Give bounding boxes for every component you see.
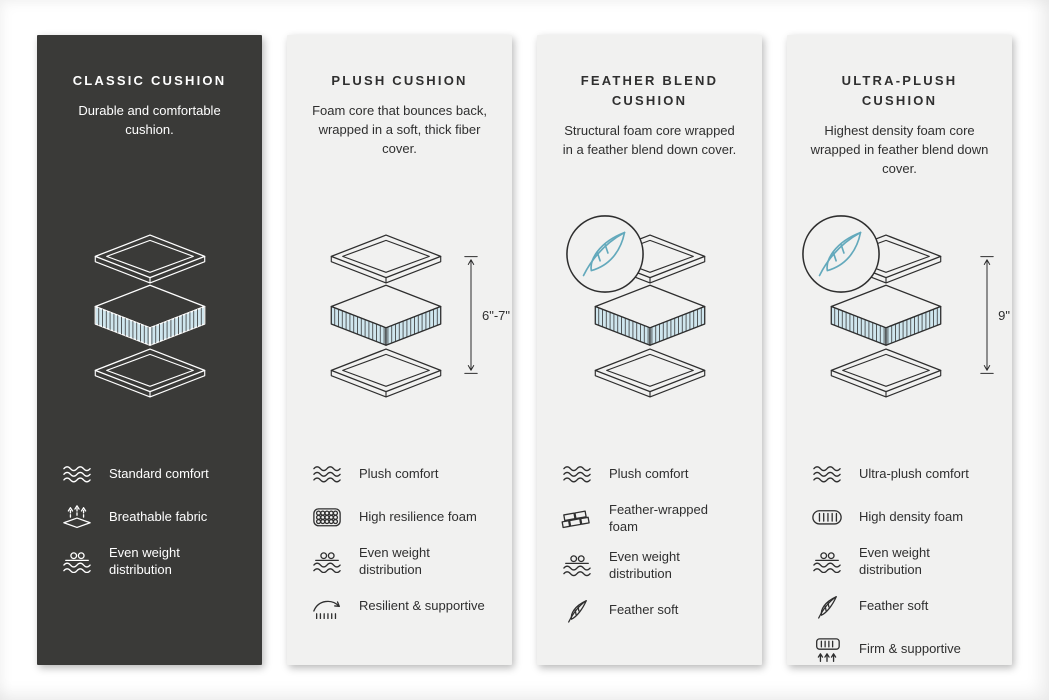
feature-label: Even weight distribution — [109, 545, 180, 577]
breathable-icon — [59, 504, 95, 530]
feature-item: High resilience foam — [309, 502, 492, 532]
feature-label: Feather soft — [609, 602, 679, 618]
feature-item: Feather soft — [559, 596, 742, 626]
feature-item: Plush comfort — [309, 459, 492, 489]
waves-icon — [559, 464, 595, 485]
feature-list: Plush comfort High resilience foam — [307, 459, 492, 622]
firm-icon — [809, 637, 845, 663]
feature-item: Ultra-plush comfort — [809, 459, 992, 489]
feature-label: Plush comfort — [359, 465, 439, 481]
feature-list: Ultra-plush comfort High density foam — [807, 459, 992, 665]
feature-item: Feather-wrapped foam — [559, 502, 742, 536]
feature-label: Firm & supportive — [859, 641, 961, 657]
feather-icon — [559, 598, 595, 624]
height-measure: 9" — [980, 240, 1010, 390]
feature-item: High density foam — [809, 502, 992, 532]
card-title: PLUSH CUSHION — [331, 73, 468, 88]
card-title: CLASSIC CUSHION — [72, 73, 227, 88]
feature-item: Even weight distribution — [309, 545, 492, 579]
density-foam-icon — [809, 507, 845, 528]
feature-label: Breathable fabric — [109, 508, 208, 524]
diagram-area: 9" — [801, 197, 1010, 433]
measure-bracket-icon — [980, 256, 994, 374]
waves-icon — [809, 464, 845, 485]
card-description: Durable and comfortable cushion. — [78, 103, 221, 137]
feature-item: Standard comfort — [59, 459, 242, 489]
diagram-area: 6"-7" — [307, 197, 510, 433]
cushion-diagram — [801, 215, 962, 401]
card-header: ULTRA-PLUSH CUSHION Highest density foam… — [807, 71, 992, 183]
feature-item: Breathable fabric — [59, 502, 242, 532]
cushion-layers-illustration — [330, 234, 441, 398]
card-description: Foam core that bounces back, wrapped in … — [312, 103, 487, 156]
feather-badge-icon — [565, 215, 644, 293]
feature-item: Even weight distribution — [809, 545, 992, 579]
feature-label: Feather-wrapped foam — [609, 502, 708, 534]
feature-label: Plush comfort — [609, 465, 689, 481]
feature-label: Ultra-plush comfort — [859, 465, 969, 481]
card-plush-cushion: PLUSH CUSHION Foam core that bounces bac… — [287, 35, 512, 665]
height-measure: 6"-7" — [464, 240, 510, 390]
height-label: 6"-7" — [481, 307, 510, 323]
weight-distribution-icon — [559, 554, 595, 577]
feature-item: Plush comfort — [559, 459, 742, 489]
feather-wrapped-foam-icon — [559, 508, 595, 531]
cushion-diagram — [310, 229, 462, 401]
waves-icon — [59, 464, 95, 485]
feature-list: Plush comfort Feather-wrapped foam — [557, 459, 742, 626]
feature-label: High resilience foam — [359, 508, 477, 524]
feature-label: Resilient & supportive — [359, 598, 485, 614]
card-header: FEATHER BLEND CUSHION Structural foam co… — [557, 71, 742, 183]
card-header: PLUSH CUSHION Foam core that bounces bac… — [307, 71, 492, 183]
cushion-diagram — [74, 229, 226, 401]
card-classic-cushion: CLASSIC CUSHION Durable and comfortable … — [37, 35, 262, 665]
feature-item: Even weight distribution — [559, 549, 742, 583]
diagram-area — [57, 197, 242, 433]
feather-badge-icon — [801, 215, 880, 293]
feature-label: Even weight distribution — [609, 548, 680, 581]
weight-distribution-icon — [309, 551, 345, 574]
measure-bracket-icon — [464, 256, 478, 374]
card-description: Highest density foam core wrapped in fea… — [810, 123, 989, 176]
feather-icon — [809, 594, 845, 620]
weight-distribution-icon — [59, 551, 95, 574]
card-title: FEATHER BLEND CUSHION — [580, 73, 719, 109]
resilient-icon — [309, 595, 345, 619]
diagram-area — [557, 197, 742, 433]
cushion-diagram — [565, 215, 726, 401]
height-label: 9" — [998, 307, 1010, 323]
feature-label: Feather soft — [859, 598, 929, 614]
feature-label: Even weight distribution — [359, 545, 430, 577]
feature-label: Even weight distribution — [859, 545, 930, 577]
feature-item: Resilient & supportive — [309, 592, 492, 622]
feature-list: Standard comfort Breathable fabric — [57, 459, 242, 579]
card-description: Structural foam core wrapped in a feathe… — [562, 123, 737, 158]
foam-bubbles-icon — [309, 507, 345, 528]
waves-icon — [309, 464, 345, 485]
feature-label: Standard comfort — [109, 465, 209, 481]
cushion-layers-illustration — [94, 234, 205, 398]
card-ultra-plush-cushion: ULTRA-PLUSH CUSHION Highest density foam… — [787, 35, 1012, 665]
feature-label: High density foam — [859, 508, 964, 524]
weight-distribution-icon — [809, 551, 845, 574]
feature-item: Firm & supportive — [809, 635, 992, 665]
card-feather-blend-cushion: FEATHER BLEND CUSHION Structural foam co… — [537, 35, 762, 665]
feature-item: Even weight distribution — [59, 545, 242, 579]
feature-item: Feather soft — [809, 592, 992, 622]
card-header: CLASSIC CUSHION Durable and comfortable … — [57, 71, 242, 183]
card-title: ULTRA-PLUSH CUSHION — [841, 73, 958, 109]
